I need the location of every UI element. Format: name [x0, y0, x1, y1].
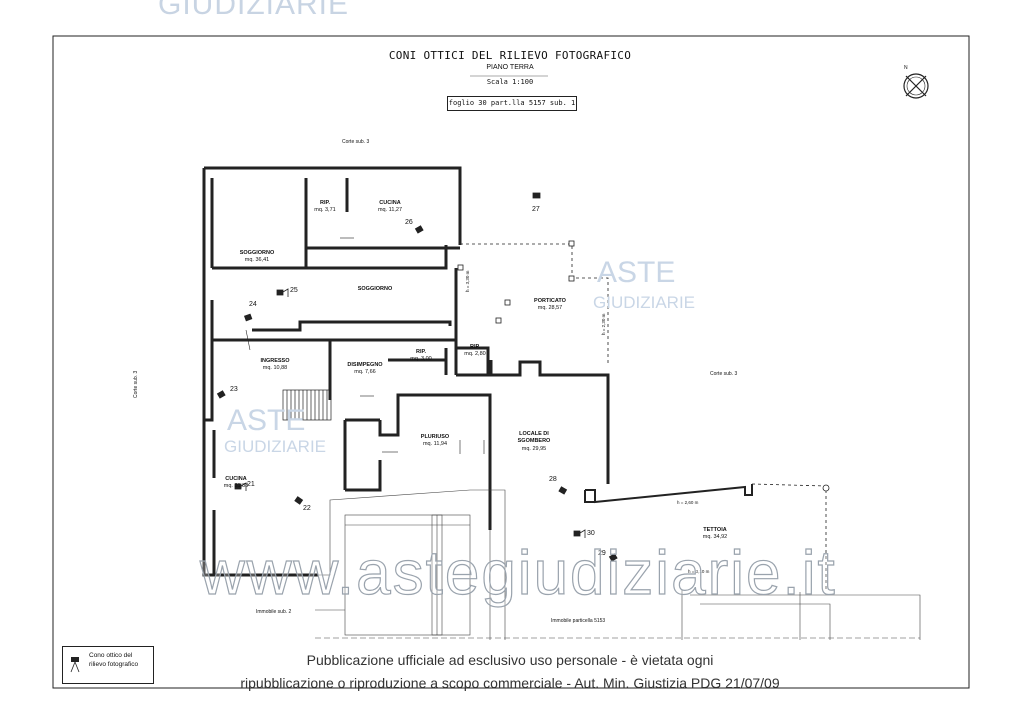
label-corte-right: Corte sub. 3	[710, 371, 738, 377]
drawing-frame	[52, 35, 970, 689]
camera-icon-24	[243, 313, 253, 322]
north-label: N	[904, 65, 908, 71]
room-soggiorno-center: SOGGIORNO	[357, 286, 393, 292]
camera-icon-29	[608, 553, 618, 562]
room-rip-3: RIP.mq. 2,80	[464, 344, 486, 358]
watermark-aste-left: ASTE	[227, 404, 306, 437]
watermark-aste-right: ASTE	[597, 256, 676, 289]
camera-number-24: 24	[249, 301, 257, 308]
label-corte-left: Corte sub. 3	[133, 370, 139, 398]
north-arrow-icon	[903, 73, 929, 99]
camera-icon-27	[532, 192, 541, 199]
publication-notice-line1: Pubblicazione ufficiale ad esclusivo uso…	[306, 652, 714, 668]
camera-number-27: 27	[532, 206, 540, 213]
walls	[202, 166, 610, 577]
room-rip-1: RIP.mq. 3,71	[314, 200, 336, 214]
watermark-top: GIUDIZIARIE	[158, 0, 350, 21]
camera-number-26: 26	[405, 219, 413, 226]
label-immobile-sub2: Immobile sub. 2	[256, 609, 292, 615]
drawing-subtitle: PIANO TERRA	[486, 64, 534, 71]
drawing-title: CONI OTTICI DEL RILIEVO FOTOGRAFICO	[388, 49, 632, 62]
camera-icon-25	[276, 289, 284, 296]
camera-number-30: 30	[587, 530, 595, 537]
label-corte-top: Corte sub. 3	[342, 139, 370, 145]
camera-icon-22	[294, 496, 304, 505]
camera-legend-icon	[70, 657, 80, 673]
staircase	[282, 389, 332, 421]
publication-notice-line2: ripubblicazione o riproduzione a scopo c…	[240, 675, 780, 691]
camera-icon-28	[558, 486, 568, 495]
drawing-scale: Scala 1:100	[486, 78, 534, 86]
label-height-porticato-b: h = 2,30 m	[601, 313, 606, 335]
watermark-giudiziarie-right: GIUDIZIARIE	[593, 293, 696, 312]
label-immobile-5153: Immobile particella 5153	[551, 618, 606, 624]
camera-number-23: 23	[230, 386, 238, 393]
label-height-tettoia-b: h = 3,10 m	[688, 569, 710, 574]
camera-number-25: 25	[290, 287, 298, 294]
camera-markers	[216, 192, 618, 562]
camera-number-21: 21	[247, 481, 255, 488]
camera-icon-26	[414, 225, 424, 234]
watermark-website: www.astegiudiziarie.it	[199, 538, 837, 608]
tettoia-outline	[584, 483, 830, 590]
label-height-porticato-a: h = 3,30 m	[465, 270, 470, 292]
cadastral-reference: foglio 30 part.lla 5157 sub. 1	[447, 96, 577, 111]
label-height-tettoia-a: h = 2,60 m	[677, 500, 699, 505]
camera-icon-23	[216, 390, 226, 399]
camera-icon-21	[234, 483, 242, 490]
camera-number-29: 29	[598, 550, 606, 557]
room-rip-2: RIP.mq. 3,00	[410, 349, 432, 363]
camera-number-28: 28	[549, 476, 557, 483]
adjacent-buildings	[315, 489, 921, 640]
camera-number-22: 22	[303, 505, 311, 512]
watermark-giudiziarie-left: GIUDIZIARIE	[224, 437, 327, 456]
camera-icon-30	[573, 530, 581, 537]
